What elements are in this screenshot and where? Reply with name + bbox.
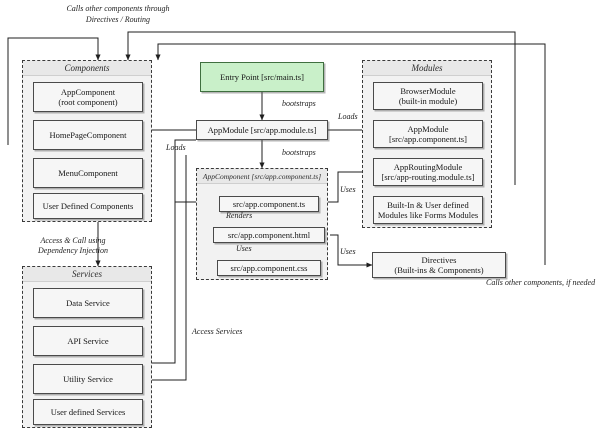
box-browser-module[interactable]: BrowserModule (built-in module) xyxy=(373,82,483,110)
label-bootstraps-entry: bootstraps xyxy=(282,99,316,108)
box-app-component-html-label: src/app.component.html xyxy=(227,229,311,240)
box-app-component-css-label: src/app.component.css xyxy=(230,262,308,273)
box-user-defined-components[interactable]: User Defined Components xyxy=(33,193,143,219)
box-directives-line2: (Built-ins & Components) xyxy=(394,265,484,275)
box-menu-component[interactable]: MenuComponent xyxy=(33,158,143,188)
label-bootstraps-app-component: bootstraps xyxy=(282,148,316,157)
label-renders: Renders xyxy=(226,211,253,220)
label-access-call-di-line2: Dependency Injection xyxy=(38,246,108,255)
box-app-module[interactable]: AppModule [src/app.module.ts] xyxy=(196,120,328,140)
box-home-page-component-label: HomePageComponent xyxy=(49,129,127,140)
box-utility-service-label: Utility Service xyxy=(63,373,113,384)
label-loads-app-component: Loads xyxy=(166,143,186,152)
group-components-title: Components xyxy=(23,61,151,76)
box-builtin-user-defined-modules-line1: Built-In & User defined xyxy=(387,199,469,210)
box-browser-module-line2: (built-in module) xyxy=(398,96,458,106)
box-data-service[interactable]: Data Service xyxy=(33,288,143,318)
box-api-service[interactable]: API Service xyxy=(33,326,143,356)
group-app-component-title: AppComponent [src/app.component.ts] xyxy=(197,169,327,184)
group-modules-body: BrowserModule (built-in module) AppModul… xyxy=(363,76,491,227)
label-access-call-di-line1: Access & Call using xyxy=(40,236,106,245)
box-builtin-user-defined-modules-line2: Modules like Forms Modules xyxy=(377,210,479,220)
box-app-component-root-line1: AppComponent xyxy=(60,86,116,97)
group-services-body: Data Service API Service Utility Service… xyxy=(23,282,151,427)
box-utility-service[interactable]: Utility Service xyxy=(33,364,143,394)
label-uses-css: Uses xyxy=(236,244,252,253)
box-app-component-root-line2: (root component) xyxy=(58,97,118,107)
group-app-component-body: src/app.component.ts src/app.component.h… xyxy=(197,184,327,279)
box-directives-line1: Directives xyxy=(421,254,457,265)
box-app-module-label: AppModule [src/app.module.ts] xyxy=(207,124,317,135)
label-directives-routing: Directives / Routing xyxy=(85,15,151,24)
label-loads-modules: Loads xyxy=(338,112,358,121)
group-modules: Modules BrowserModule (built-in module) … xyxy=(362,60,492,228)
label-calls-other-components-through: Calls other components through xyxy=(66,4,170,13)
label-calls-other-components-if-needed: Calls other components, if needed xyxy=(486,278,596,287)
label-access-services: Access Services xyxy=(192,327,243,336)
group-components-body: AppComponent (root component) HomePageCo… xyxy=(23,76,151,221)
box-app-routing-module-line1: AppRoutingModule xyxy=(393,161,463,172)
label-uses-directives: Uses xyxy=(340,247,356,256)
box-user-defined-services-label: User defined Services xyxy=(50,406,126,417)
box-entry-point-label: Entry Point [src/main.ts] xyxy=(220,71,304,82)
label-uses-modules: Uses xyxy=(340,185,356,194)
box-builtin-user-defined-modules[interactable]: Built-In & User defined Modules like For… xyxy=(373,196,483,224)
box-browser-module-line1: BrowserModule xyxy=(400,85,456,96)
box-modules-app-module-line2: [src/app.component.ts] xyxy=(389,134,467,144)
group-modules-title: Modules xyxy=(363,61,491,76)
group-services: Services Data Service API Service Utilit… xyxy=(22,266,152,428)
box-api-service-label: API Service xyxy=(67,335,109,346)
box-app-component-html[interactable]: src/app.component.html xyxy=(213,227,325,243)
box-directives[interactable]: Directives (Built-ins & Components) xyxy=(372,252,506,278)
group-app-component: AppComponent [src/app.component.ts] src/… xyxy=(196,168,328,280)
box-user-defined-components-label: User Defined Components xyxy=(42,200,134,211)
box-user-defined-services[interactable]: User defined Services xyxy=(33,399,143,425)
box-app-component-ts[interactable]: src/app.component.ts xyxy=(219,196,319,212)
box-modules-app-module-line1: AppModule xyxy=(407,123,449,134)
box-app-routing-module[interactable]: AppRoutingModule [src/app-routing.module… xyxy=(373,158,483,186)
box-modules-app-module[interactable]: AppModule [src/app.component.ts] xyxy=(373,120,483,148)
box-app-component-root[interactable]: AppComponent (root component) xyxy=(33,82,143,112)
box-app-routing-module-line2: [src/app-routing.module.ts] xyxy=(381,172,475,182)
box-home-page-component[interactable]: HomePageComponent xyxy=(33,120,143,150)
group-services-title: Services xyxy=(23,267,151,282)
box-app-component-css[interactable]: src/app.component.css xyxy=(217,260,321,276)
box-entry-point[interactable]: Entry Point [src/main.ts] xyxy=(200,62,324,92)
box-data-service-label: Data Service xyxy=(66,297,110,308)
box-menu-component-label: MenuComponent xyxy=(58,167,118,178)
box-app-component-ts-label: src/app.component.ts xyxy=(232,198,306,209)
group-components: Components AppComponent (root component)… xyxy=(22,60,152,222)
